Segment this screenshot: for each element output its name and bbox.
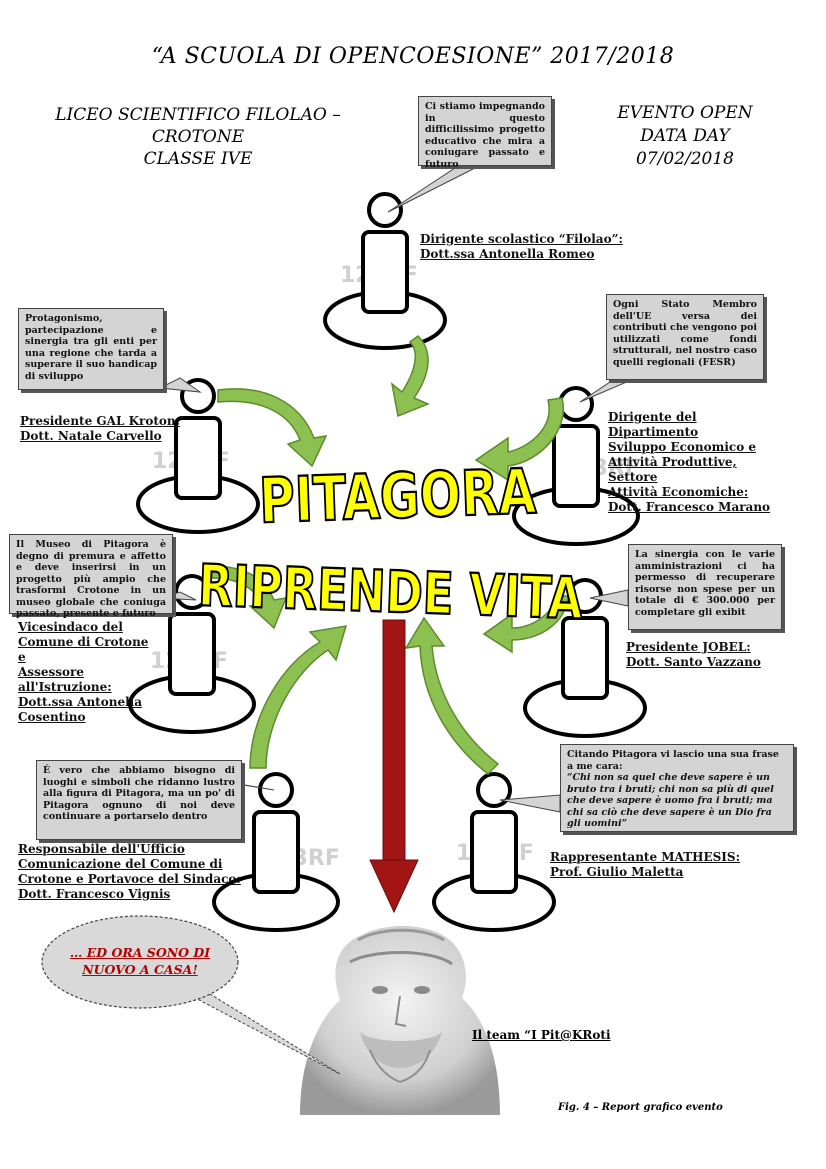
school-heading: LICEO SCIENTIFICO FILOLAO – CROTONE CLAS…	[8, 104, 388, 170]
label-line: Attività Economiche:	[608, 485, 749, 499]
label-line: Dott. Francesco Marano	[608, 500, 771, 514]
label-line: Responsabile dell'Ufficio	[18, 842, 185, 856]
green-arrow-top-right	[474, 397, 565, 482]
quote-bubble-dirigente-dipartimento: Ogni Stato Membro dell'UE versa dei cont…	[606, 294, 764, 380]
page-title: “A SCUOLA DI OPENCOESIONE” 2017/2018	[151, 44, 675, 69]
closing-speech-bubble	[41, 915, 341, 1075]
class-name: CLASSE IVE	[143, 149, 253, 169]
label-line: Dirigente scolastico “Filolao”:	[420, 232, 623, 246]
label-line: Cosentino	[18, 710, 86, 724]
label-line: Sviluppo Economico e	[608, 440, 757, 454]
event-name-line2: DATA DAY	[640, 126, 730, 146]
person-figure-dirigente-dipartimento	[512, 386, 640, 546]
quote-intro-mathesis: Citando Pitagora vi lascio una sua frase…	[567, 749, 779, 772]
person-figure-dirigente-scolastico	[323, 192, 447, 350]
person-figure-vicesindaco	[128, 574, 256, 734]
label-line: Dott. Santo Vazzano	[626, 655, 761, 669]
pythagoras-bust-image	[300, 925, 500, 1115]
label-line: Presidente GAL Kroton:	[20, 414, 181, 428]
person-figure-presidente-jobel	[523, 578, 647, 738]
green-arrow-mid-right	[482, 595, 569, 654]
person-figure-rappresentante-mathesis	[432, 772, 556, 932]
green-arrow-top	[390, 335, 430, 418]
label-rappresentante-mathesis: Rappresentante MATHESIS: Prof. Giulio Ma…	[550, 850, 750, 880]
label-line: Dott. Natale Carvello	[20, 429, 162, 443]
quote-bubble-dirigente-scolastico: Ci stiamo impegnando in questo difficili…	[418, 96, 552, 170]
label-line: all'Istruzione:	[18, 680, 112, 694]
quote-bubble-rappresentante-mathesis: Citando Pitagora vi lascio una sua frase…	[560, 744, 794, 832]
label-line: Rappresentante MATHESIS:	[550, 850, 741, 864]
label-line: Dott.ssa Antonella	[18, 695, 142, 709]
center-title: PITAGORA RIPRENDE VITA	[196, 455, 585, 634]
label-line: Dott.ssa Antonella Romeo	[420, 247, 595, 261]
center-title-line1: PITAGORA	[258, 456, 537, 538]
quote-bubble-presidente-gal: Protagonismo, partecipazione e sinergia …	[18, 308, 164, 390]
label-dirigente-dipartimento: Dirigente del Dipartimento Sviluppo Econ…	[608, 410, 788, 515]
green-arrow-bottom-right	[404, 616, 500, 776]
label-line: Comunicazione del Comune di	[18, 857, 223, 871]
green-arrow-mid-left	[211, 565, 288, 630]
team-label: Il team “I Pit@KRoti	[472, 1028, 611, 1042]
label-line: Assessore	[18, 665, 84, 679]
green-arrow-top-left	[217, 388, 328, 468]
school-name: LICEO SCIENTIFICO FILOLAO – CROTONE	[55, 105, 341, 147]
label-responsabile-comunicazione: Responsabile dell'Ufficio Comunicazione …	[18, 842, 242, 902]
quote-bubble-vicesindaco: Il Museo di Pitagora è degno di premura …	[9, 534, 173, 619]
figure-caption: Fig. 4 – Report grafico evento	[558, 1102, 723, 1113]
label-line: Vicesindaco del	[18, 620, 123, 634]
event-heading: EVENTO OPEN DATA DAY 07/02/2018	[590, 102, 780, 171]
quote-bubble-presidente-jobel: La sinergia con le varie amministrazioni…	[628, 544, 782, 630]
event-name-line1: EVENTO OPEN	[617, 103, 753, 123]
label-line: Attività Produttive, Settore	[608, 455, 737, 484]
label-dirigente-scolastico: Dirigente scolastico “Filolao”: Dott.ssa…	[420, 232, 660, 262]
closing-bubble-text: … ED ORA SONO DI NUOVO A CASA!	[69, 945, 211, 977]
label-line: Dott. Francesco Vignis	[18, 887, 171, 901]
label-line: Presidente JOBEL:	[626, 640, 751, 654]
green-arrows	[211, 335, 569, 776]
quote-bubble-responsabile-comunicazione: É vero che abbiamo bisogno di luoghi e s…	[36, 760, 242, 840]
quote-text-mathesis: “Chi non sa quel che deve sapere è un br…	[567, 772, 774, 829]
label-vicesindaco: Vicesindaco del Comune di Crotone e Asse…	[18, 620, 156, 725]
label-line: Prof. Giulio Maletta	[550, 865, 684, 879]
green-arrow-bottom-left	[249, 625, 348, 769]
label-presidente-gal: Presidente GAL Kroton: Dott. Natale Carv…	[20, 414, 200, 444]
label-line: Comune di Crotone e	[18, 635, 149, 664]
person-figure-presidente-gal	[136, 378, 260, 534]
person-figure-responsabile-comunicazione	[212, 772, 340, 932]
label-line: Crotone e Portavoce del Sindaco:	[18, 872, 241, 886]
label-presidente-jobel: Presidente JOBEL: Dott. Santo Vazzano	[626, 640, 796, 670]
label-line: Dirigente del Dipartimento	[608, 410, 699, 439]
event-date: 07/02/2018	[636, 149, 734, 169]
red-arrow-down	[369, 619, 419, 914]
center-title-line2: RIPRENDE VITA	[197, 553, 584, 633]
